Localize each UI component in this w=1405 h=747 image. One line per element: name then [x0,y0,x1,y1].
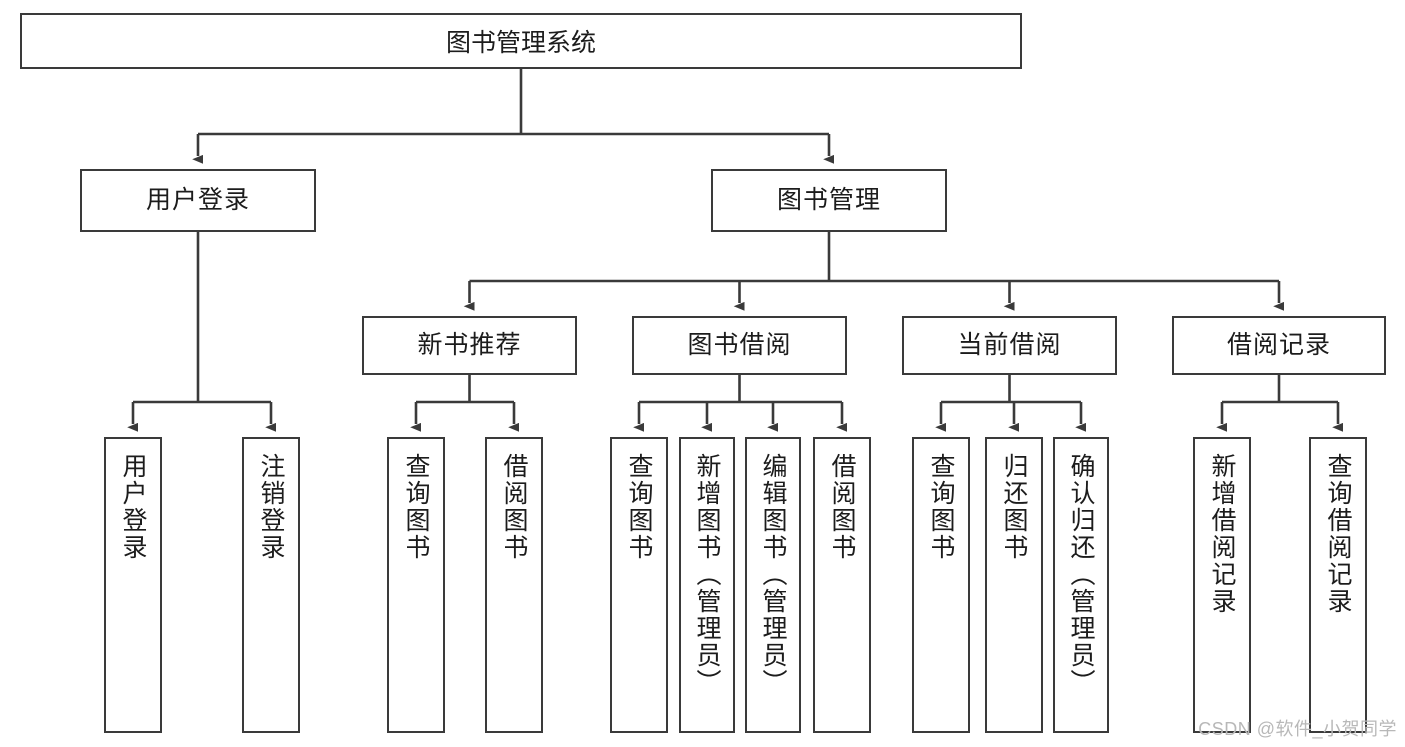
leaf-query-book-1[interactable]: 查询图书 [387,437,445,733]
leaf-logout[interactable]: 注销登录 [242,437,300,733]
leaf-label: 查询借阅记录 [1324,453,1352,615]
node-book-manage[interactable]: 图书管理 [711,169,947,232]
leaf-borrow-book-2[interactable]: 借阅图书 [813,437,871,733]
leaf-label: 查询图书 [927,453,955,561]
leaf-label: 确认归还（管理员） [1067,453,1095,696]
node-borrow-record[interactable]: 借阅记录 [1172,316,1386,375]
leaf-query-book-2[interactable]: 查询图书 [610,437,668,733]
node-root[interactable]: 图书管理系统 [20,13,1022,69]
leaf-label: 注销登录 [257,453,285,561]
leaf-edit-book[interactable]: 编辑图书（管理员） [745,437,801,733]
node-user-login[interactable]: 用户登录 [80,169,316,232]
leaf-borrow-book-1[interactable]: 借阅图书 [485,437,543,733]
leaf-label: 用户登录 [119,453,147,561]
leaf-label: 借阅图书 [500,453,528,561]
leaf-user-login[interactable]: 用户登录 [104,437,162,733]
leaf-query-book-3[interactable]: 查询图书 [912,437,970,733]
node-current-borrow[interactable]: 当前借阅 [902,316,1117,375]
leaf-return-book[interactable]: 归还图书 [985,437,1043,733]
leaf-confirm-return[interactable]: 确认归还（管理员） [1053,437,1109,733]
leaf-label: 编辑图书（管理员） [759,453,787,696]
leaf-add-record[interactable]: 新增借阅记录 [1193,437,1251,733]
leaf-label: 新增借阅记录 [1208,453,1236,615]
leaf-add-book[interactable]: 新增图书（管理员） [679,437,735,733]
node-book-borrow[interactable]: 图书借阅 [632,316,847,375]
leaf-label: 查询图书 [402,453,430,561]
leaf-label: 新增图书（管理员） [693,453,721,696]
leaf-query-record[interactable]: 查询借阅记录 [1309,437,1367,733]
watermark: CSDN @软件_小贺同学 [1198,719,1397,739]
leaf-label: 归还图书 [1000,453,1028,561]
leaf-label: 借阅图书 [828,453,856,561]
node-new-book-rec[interactable]: 新书推荐 [362,316,577,375]
leaf-label: 查询图书 [625,453,653,561]
